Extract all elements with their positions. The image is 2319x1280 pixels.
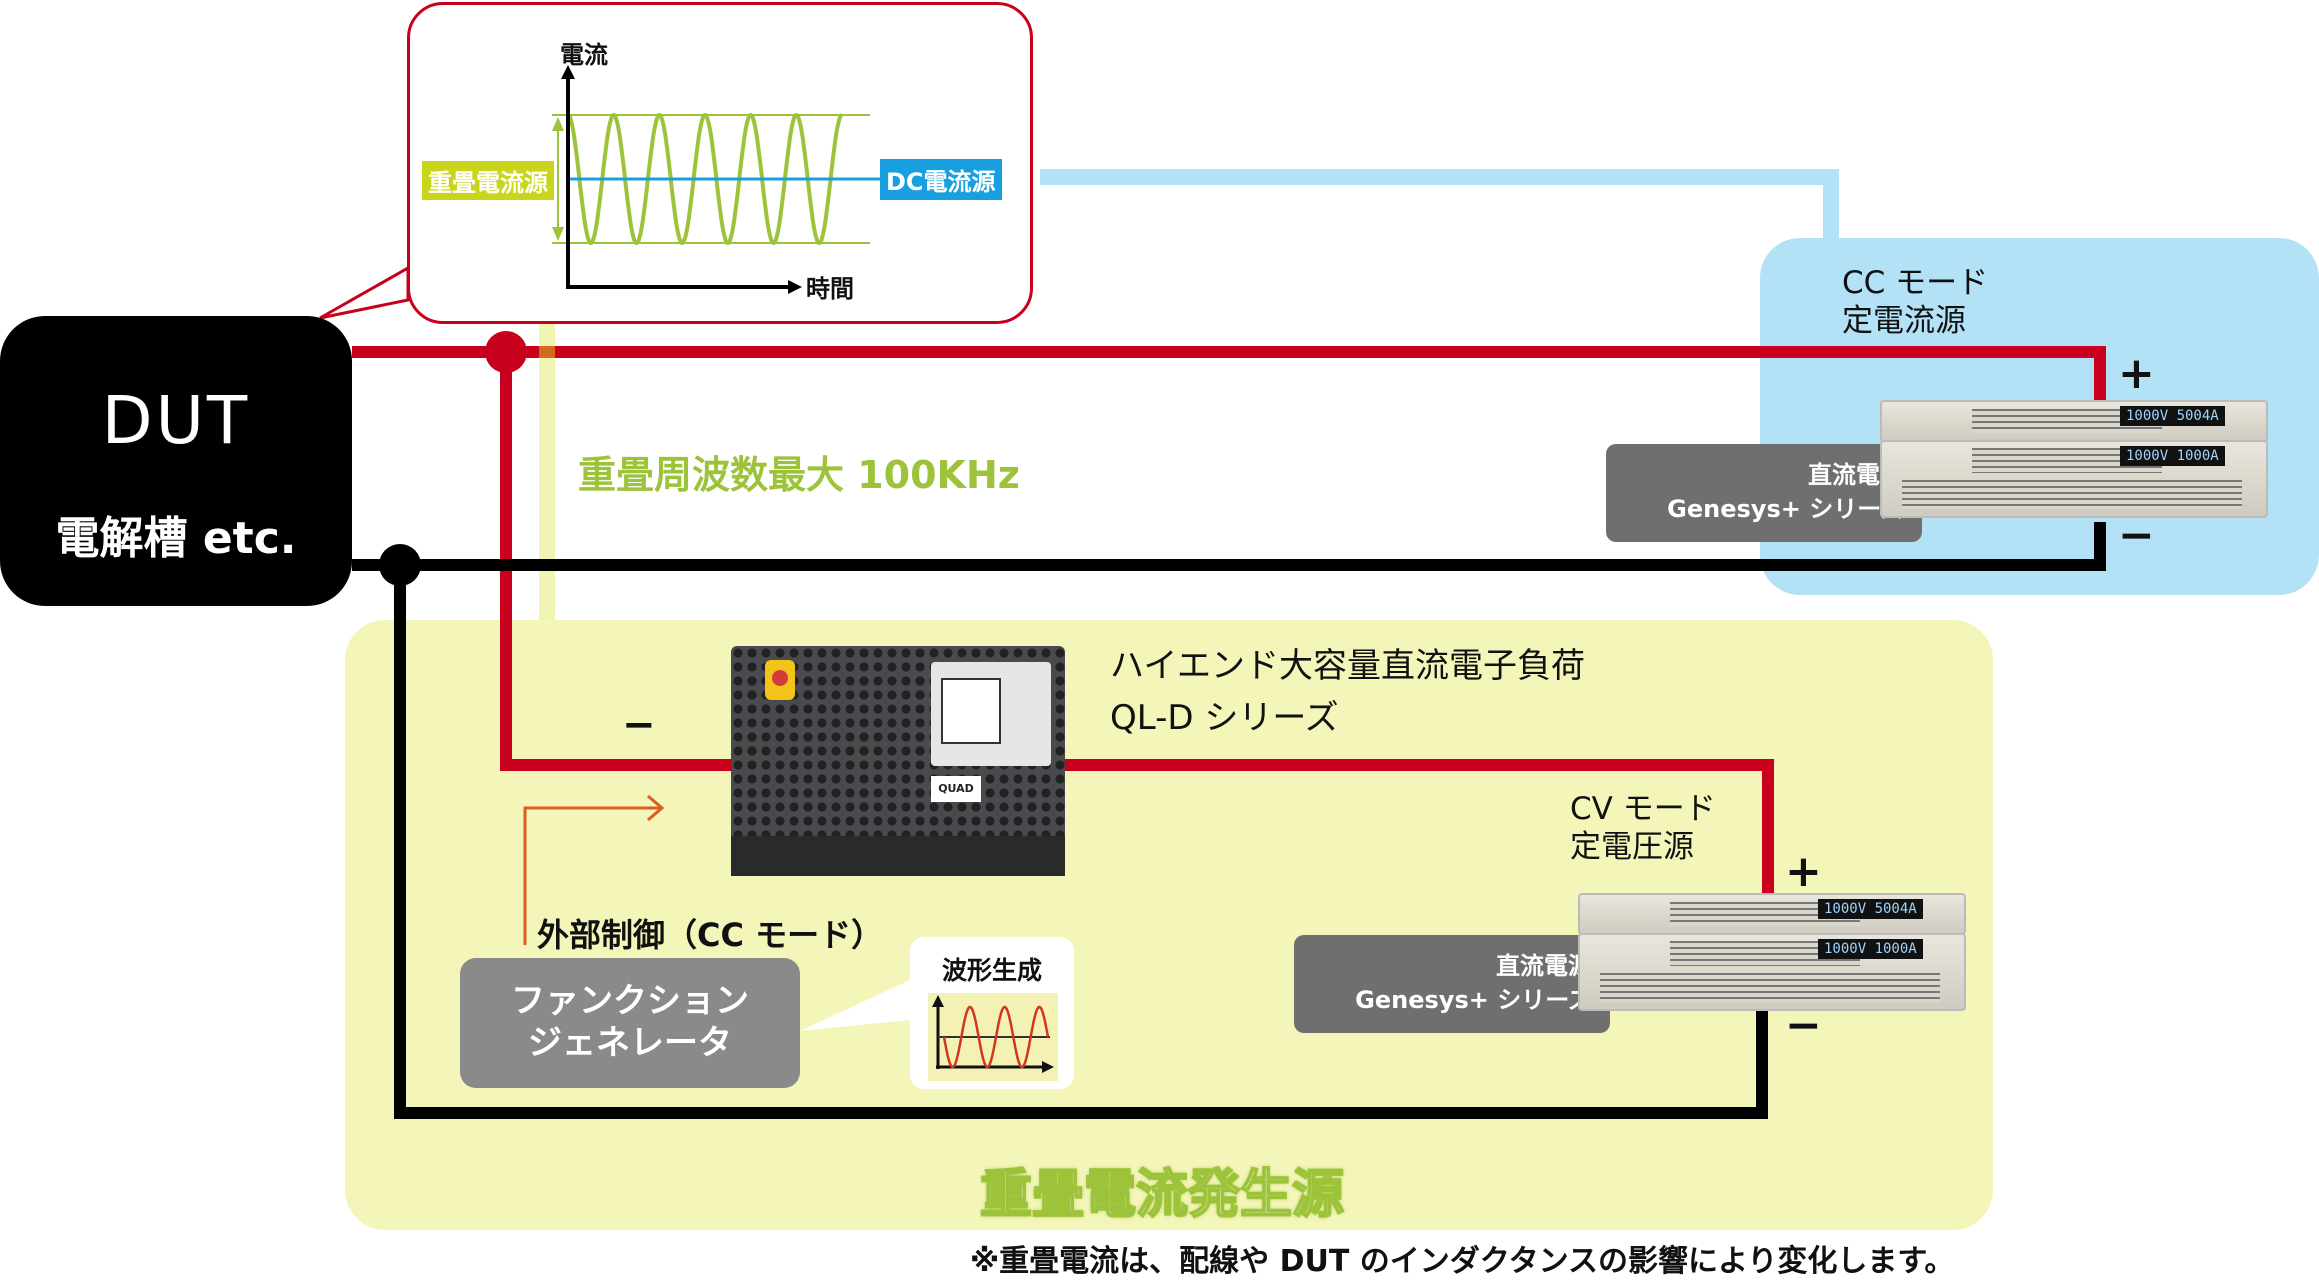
ql-d-electronic-load: QUAD xyxy=(731,646,1065,876)
cc-plus-terminal: + xyxy=(2118,348,2155,399)
cc-minus-terminal: − xyxy=(2118,510,2155,561)
waveform-callout: 電流 時間 重畳電流源 DC電流源 xyxy=(407,2,1033,324)
positive-wire-cc xyxy=(352,346,2106,448)
waveform-generation-bubble: 波形生成 xyxy=(910,937,1074,1089)
dut-subtitle: 電解槽 etc. xyxy=(55,513,297,564)
cc-box-line1: 直流電源 xyxy=(1808,461,1904,489)
cv-display-bottom: 1000V 1000A xyxy=(1818,939,1923,959)
cc-box-line2: Genesys+ シリーズ xyxy=(1667,495,1904,523)
y-axis-label: 電流 xyxy=(560,41,608,69)
genesys-unit-1u-cc: 1000V 5004A xyxy=(1880,400,2268,442)
dc-source-tag: DC電流源 xyxy=(880,159,1002,200)
dut-title: DUT xyxy=(101,382,251,459)
cc-mode-line2: 定電流源 xyxy=(1842,303,1966,339)
cc-display-bottom: 1000V 1000A xyxy=(2120,446,2225,466)
cv-plus-terminal: + xyxy=(1785,846,1822,897)
cv-mode-line1: CV モード xyxy=(1570,791,1716,827)
genesys-unit-1u-cv: 1000V 5004A xyxy=(1578,893,1966,935)
genesys-unit-2u-cv: 1000V 1000A xyxy=(1578,933,1966,1011)
cv-mode-label: CV モード 定電圧源 xyxy=(1570,790,1716,866)
cc-power-supply-label: 直流電源 Genesys+ シリーズ xyxy=(1606,444,1922,542)
load-label-line1: ハイエンド大容量直流電子負荷 xyxy=(1110,646,1585,686)
footnote: ※重畳電流は、配線や DUT のインダクタンスの影響により変化します。 xyxy=(970,1244,1955,1279)
superimposed-source-tag: 重畳電流源 xyxy=(422,161,554,200)
negative-wire-cv xyxy=(394,565,1768,1119)
cc-mode-line1: CC モード xyxy=(1842,265,1989,301)
positive-wire-load xyxy=(500,352,1774,897)
x-axis-arrowhead xyxy=(788,280,802,294)
sine-wave-icon xyxy=(928,993,1058,1081)
waveform-chart xyxy=(552,65,880,294)
genesys-unit-2u-cc: 1000V 1000A xyxy=(1880,440,2268,518)
negative-junction-dot xyxy=(379,544,421,586)
function-generator-box: ファンクション ジェネレータ xyxy=(460,958,800,1088)
external-control-label: 外部制御（CC モード） xyxy=(537,916,884,954)
cv-box-line2: Genesys+ シリーズ xyxy=(1355,986,1592,1014)
cc-mode-label: CC モード 定電流源 xyxy=(1842,264,1988,340)
load-minus-terminal: − xyxy=(622,702,656,748)
cv-box-line1: 直流電源 xyxy=(1496,952,1592,980)
function-generator-line2: ジェネレータ xyxy=(528,1023,732,1063)
superimposed-wave xyxy=(567,112,843,246)
negative-wire-cc xyxy=(352,522,2106,571)
function-generator-line1: ファンクション xyxy=(511,981,749,1021)
superimposed-zone-title: 重畳電流発生源 xyxy=(979,1164,1345,1226)
cv-display-top: 1000V 5004A xyxy=(1818,899,1923,919)
cv-power-supply-label: 直流電源 Genesys+ シリーズ xyxy=(1294,935,1610,1033)
positive-junction-dot xyxy=(485,331,527,373)
fg-bubble-tail xyxy=(800,980,910,1031)
cc-display-top: 1000V 5004A xyxy=(2120,406,2225,426)
callout-tail xyxy=(319,265,410,320)
load-label-line2: QL-D シリーズ xyxy=(1110,698,1339,738)
cv-mode-line2: 定電圧源 xyxy=(1570,829,1694,865)
quad-logo: QUAD xyxy=(931,776,981,802)
external-control-arrow xyxy=(523,806,660,945)
dut-block: DUT 電解槽 etc. xyxy=(0,316,352,606)
waveform-generation-label: 波形生成 xyxy=(941,956,1042,985)
frequency-note: 重畳周波数最大 100KHz xyxy=(578,453,1020,497)
load-label: ハイエンド大容量直流電子負荷 QL-D シリーズ xyxy=(1110,640,1585,744)
x-axis-label: 時間 xyxy=(806,275,854,303)
dc-feedback-arrow xyxy=(1040,169,1839,238)
y-axis-arrowhead xyxy=(561,65,575,79)
